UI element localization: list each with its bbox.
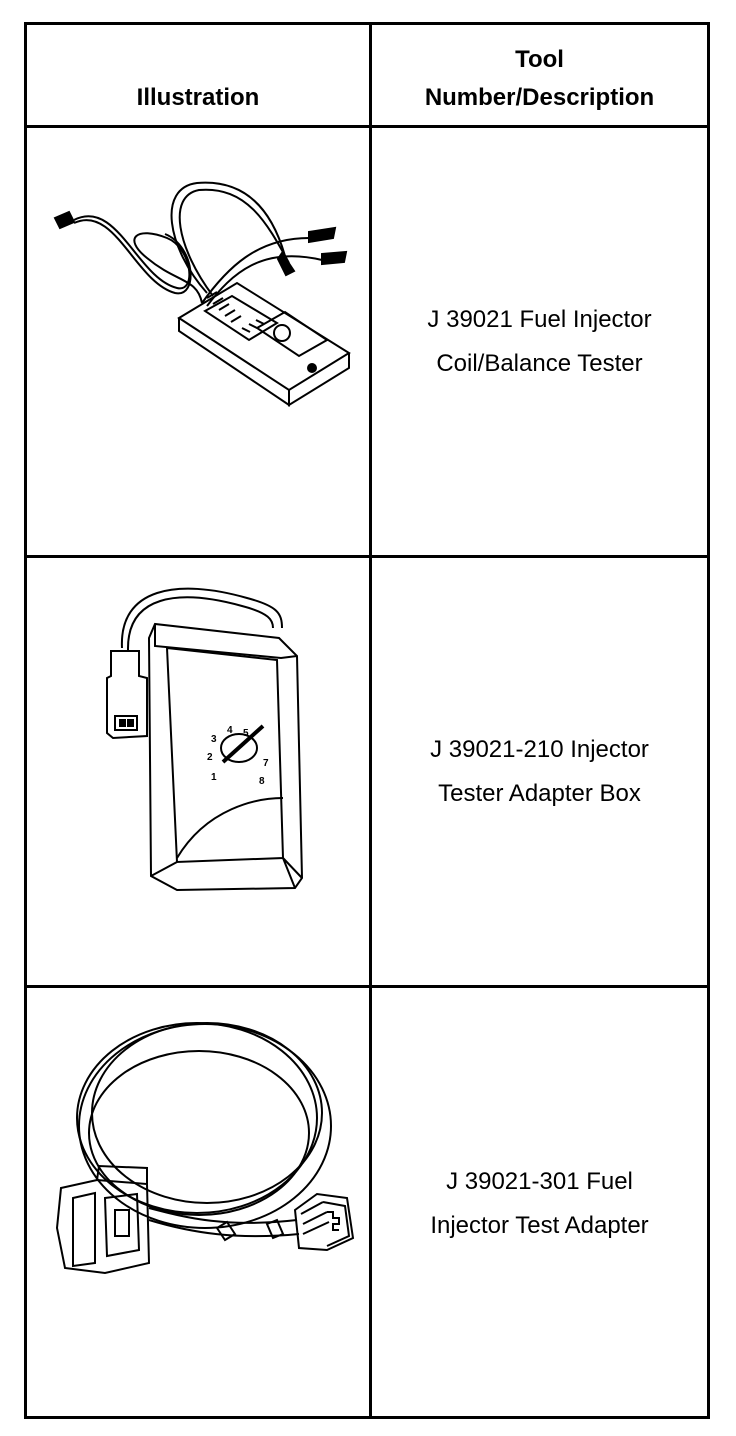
tool-number-j39021: J 39021 Fuel Injector	[427, 305, 652, 333]
dial-number: 4	[227, 725, 233, 736]
injector-tester-adapter-box-illustration: 1 2 3 4 5 7 8	[106, 587, 304, 892]
row-1-description: J 39021 Fuel Injector Coil/Balance Teste…	[372, 128, 707, 555]
dial-number: 5	[243, 728, 249, 739]
dial-number: 7	[263, 758, 269, 769]
dial-number: 1	[211, 772, 217, 783]
header-tool-label: Tool	[515, 46, 564, 73]
fuel-injector-test-adapter-illustration	[55, 1022, 355, 1275]
header-number-description-label: Number/Description	[424, 84, 655, 111]
tool-description-line2: Tester Adapter Box	[438, 779, 641, 807]
tool-description-line2: Coil/Balance Tester	[436, 349, 643, 377]
dial-number: 3	[211, 734, 217, 745]
coil-balance-tester-illustration	[53, 181, 351, 407]
tool-table: Illustration Tool Number/Description	[24, 22, 710, 1419]
header-illustration: Illustration	[27, 25, 369, 125]
column-divider	[369, 25, 372, 1416]
row-divider	[27, 985, 707, 988]
row-divider	[27, 555, 707, 558]
row-3-illustration	[27, 988, 369, 1419]
row-2-description: J 39021-210 Injector Tester Adapter Box	[372, 558, 707, 985]
row-3-description: J 39021-301 Fuel Injector Test Adapter	[372, 988, 707, 1419]
row-2-illustration: 1 2 3 4 5 7 8	[27, 558, 369, 985]
row-1-illustration	[27, 128, 369, 555]
dial-number: 2	[207, 752, 213, 763]
tool-description-line2: Injector Test Adapter	[430, 1211, 649, 1239]
dial-number: 8	[259, 776, 265, 787]
tool-number-j39021-301: J 39021-301 Fuel	[446, 1167, 633, 1195]
row-divider	[27, 125, 707, 128]
header-tool-description: Tool Number/Description	[372, 25, 707, 125]
header-illustration-label: Illustration	[136, 84, 260, 111]
tool-number-j39021-210: J 39021-210 Injector	[430, 735, 649, 763]
